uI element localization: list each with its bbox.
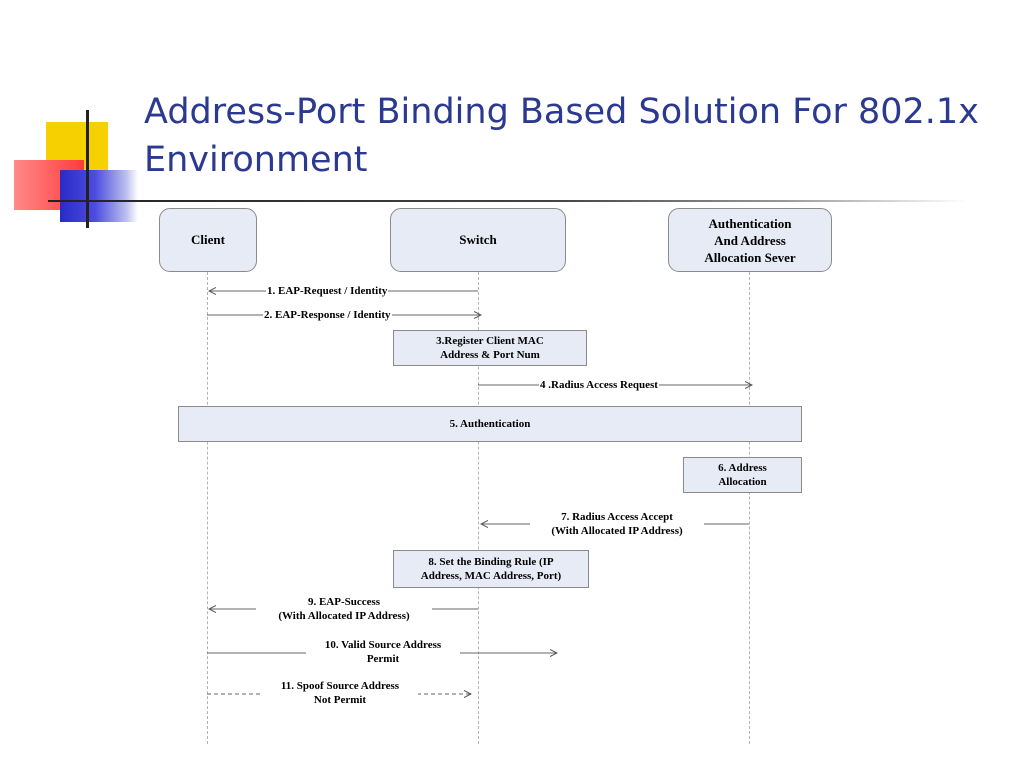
slide-title: Address-Port Binding Based Solution For … <box>144 88 1004 184</box>
message-9-label: 9. EAP-Success (With Allocated IP Addres… <box>256 595 432 623</box>
message-2-label: 2. EAP-Response / Identity <box>263 308 392 322</box>
step-8-label-line-2: Address, MAC Address, Port) <box>420 570 562 582</box>
authentication-band-label: 5. Authentication <box>449 418 531 430</box>
message-4-label: 4 .Radius Access Request <box>539 378 659 392</box>
switch-lifeline <box>478 272 479 744</box>
message-1-label: 1. EAP-Request / Identity <box>266 284 389 298</box>
message-11-label-line-2: Not Permit <box>313 694 367 706</box>
step-8-label-line-1: 8. Set the Binding Rule (IP <box>428 556 554 568</box>
server-actor-label-line-2: And Address <box>714 232 786 248</box>
message-7-label-line-2: (With Allocated IP Address) <box>551 525 683 537</box>
message-11-label-line-1: 11. Spoof Source Address <box>280 680 400 692</box>
switch-actor: Switch <box>390 208 566 272</box>
message-11-label: 11. Spoof Source Address Not Permit <box>262 679 418 707</box>
server-actor-label-line-1: Authentication <box>708 215 792 231</box>
authentication-band: 5. Authentication <box>178 406 802 442</box>
message-10-label: 10. Valid Source Address Permit <box>306 638 460 666</box>
step-6-label-line-2: Allocation <box>718 476 767 488</box>
server-actor-label-line-3: Allocation Sever <box>704 249 796 265</box>
server-actor: Authentication And Address Allocation Se… <box>668 208 832 272</box>
step-3-register-box: 3.Register Client MAC Address & Port Num <box>393 330 587 366</box>
message-10-label-line-2: Permit <box>366 653 400 665</box>
title-underline <box>48 200 968 202</box>
slide-title-line-1: Address-Port Binding Based Solution For … <box>144 92 979 132</box>
step-3-label-line-2: Address & Port Num <box>440 349 540 361</box>
server-lifeline <box>749 272 750 744</box>
message-9-label-line-1: 9. EAP-Success <box>307 596 381 608</box>
step-6-allocation-box: 6. Address Allocation <box>683 457 802 493</box>
message-10-label-line-1: 10. Valid Source Address <box>324 639 442 651</box>
slide-title-line-2: Environment <box>144 140 368 180</box>
message-7-label-line-1: 7. Radius Access Accept <box>561 511 673 523</box>
message-7-label: 7. Radius Access Accept (With Allocated … <box>530 510 704 538</box>
step-3-label-line-1: 3.Register Client MAC <box>436 335 544 347</box>
decor-vertical-line <box>86 110 89 228</box>
client-lifeline <box>207 272 208 744</box>
message-9-label-line-2: (With Allocated IP Address) <box>278 610 410 622</box>
decor-blue-square <box>60 170 138 222</box>
step-8-binding-box: 8. Set the Binding Rule (IP Address, MAC… <box>393 550 589 588</box>
client-actor: Client <box>159 208 257 272</box>
client-actor-label: Client <box>191 232 225 247</box>
step-6-label-line-1: 6. Address <box>718 462 767 474</box>
switch-actor-label: Switch <box>459 232 497 247</box>
